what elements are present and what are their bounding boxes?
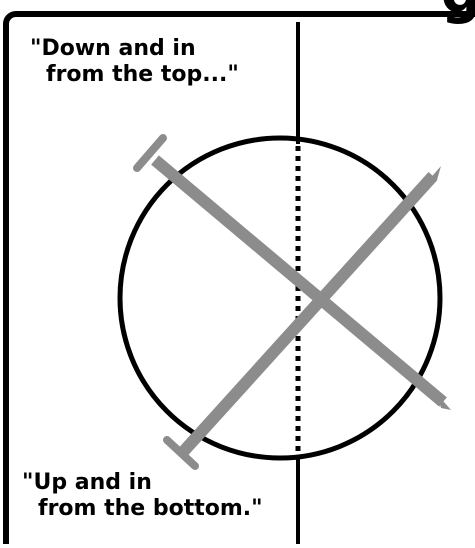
- caption-bottom-line2: from the bottom.": [22, 496, 263, 522]
- caption-bottom-line1: "Up and in: [22, 470, 263, 496]
- caption-top-line2: from the top...": [30, 62, 239, 88]
- caption-top-line1: "Down and in: [30, 36, 239, 62]
- panel-frame: [6, 14, 475, 544]
- title-fragment: g: [441, 0, 475, 22]
- caption-bottom: "Up and in from the bottom.": [22, 470, 263, 522]
- caption-top: "Down and in from the top...": [30, 36, 239, 88]
